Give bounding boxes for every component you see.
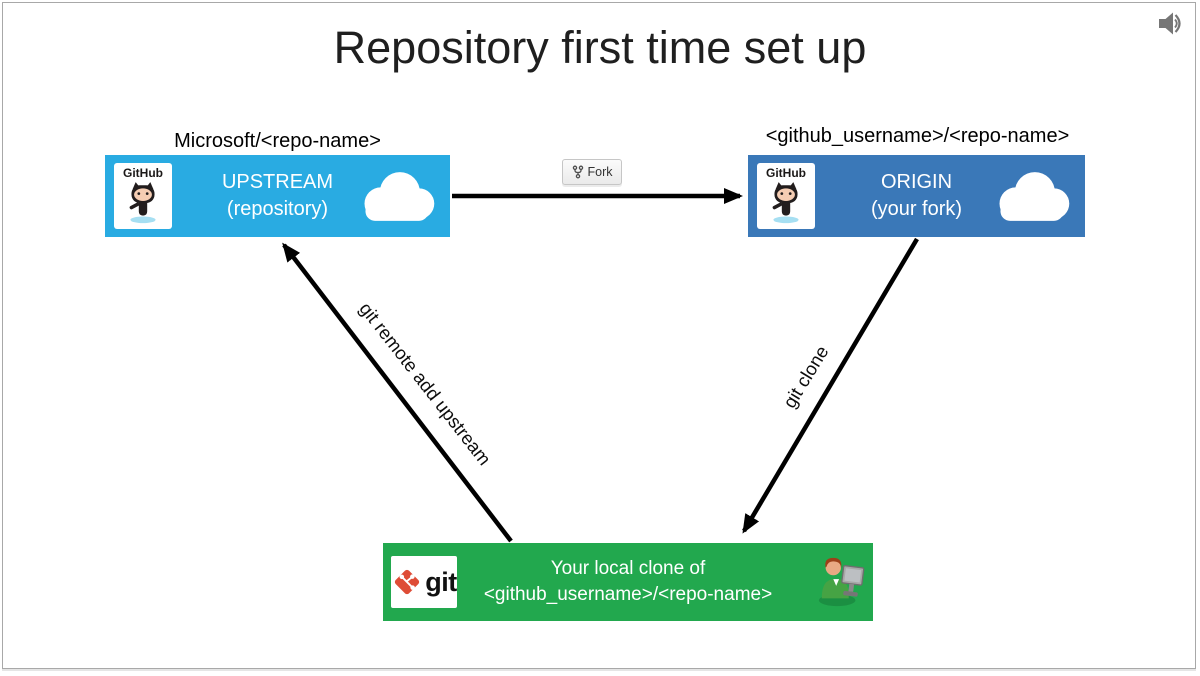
cloud-icon <box>999 172 1070 221</box>
slide-title: Repository first time set up <box>333 22 867 73</box>
fork-glyph-icon <box>572 165 583 179</box>
git-logo-badge: git <box>391 556 457 608</box>
origin-name: ORIGIN <box>880 171 953 193</box>
fork-button: Fork <box>562 159 622 185</box>
audio-speaker-icon[interactable] <box>1157 10 1187 37</box>
git-logo-label: git <box>425 566 457 597</box>
github-logo-badge: GitHub <box>757 163 815 229</box>
upstream-box-text: UPSTREAM (repository) <box>105 155 450 237</box>
local-clone-box: Your local clone of <github_username>/<r… <box>383 543 873 621</box>
github-octocat-icon <box>129 182 156 224</box>
github-logo-label: GitHub <box>766 166 806 180</box>
person-at-computer-icon <box>818 557 865 607</box>
fork-button-label: Fork <box>587 165 613 179</box>
github-logo-badge: GitHub <box>114 163 172 229</box>
local-clone-line2: <github_username>/<repo-name> <box>483 584 773 605</box>
github-logo-label: GitHub <box>123 166 163 180</box>
cloud-icon <box>364 172 435 221</box>
upstream-caption: Microsoft/<repo-name> <box>174 130 381 152</box>
local-clone-line1: Your local clone of <box>550 558 706 579</box>
origin-box-text: ORIGIN (your fork) <box>748 155 1085 237</box>
github-octocat-icon <box>772 182 799 224</box>
upstream-name: UPSTREAM <box>221 171 334 193</box>
origin-subtitle: (your fork) <box>870 198 963 220</box>
local-clone-text: Your local clone of <github_username>/<r… <box>383 543 873 621</box>
upstream-box: UPSTREAM (repository) GitHub <box>105 155 450 237</box>
origin-caption: <github_username>/<repo-name> <box>765 125 1070 147</box>
upstream-subtitle: (repository) <box>226 198 329 220</box>
git-logo-icon <box>395 569 420 595</box>
origin-box: ORIGIN (your fork) GitHub <box>748 155 1085 237</box>
